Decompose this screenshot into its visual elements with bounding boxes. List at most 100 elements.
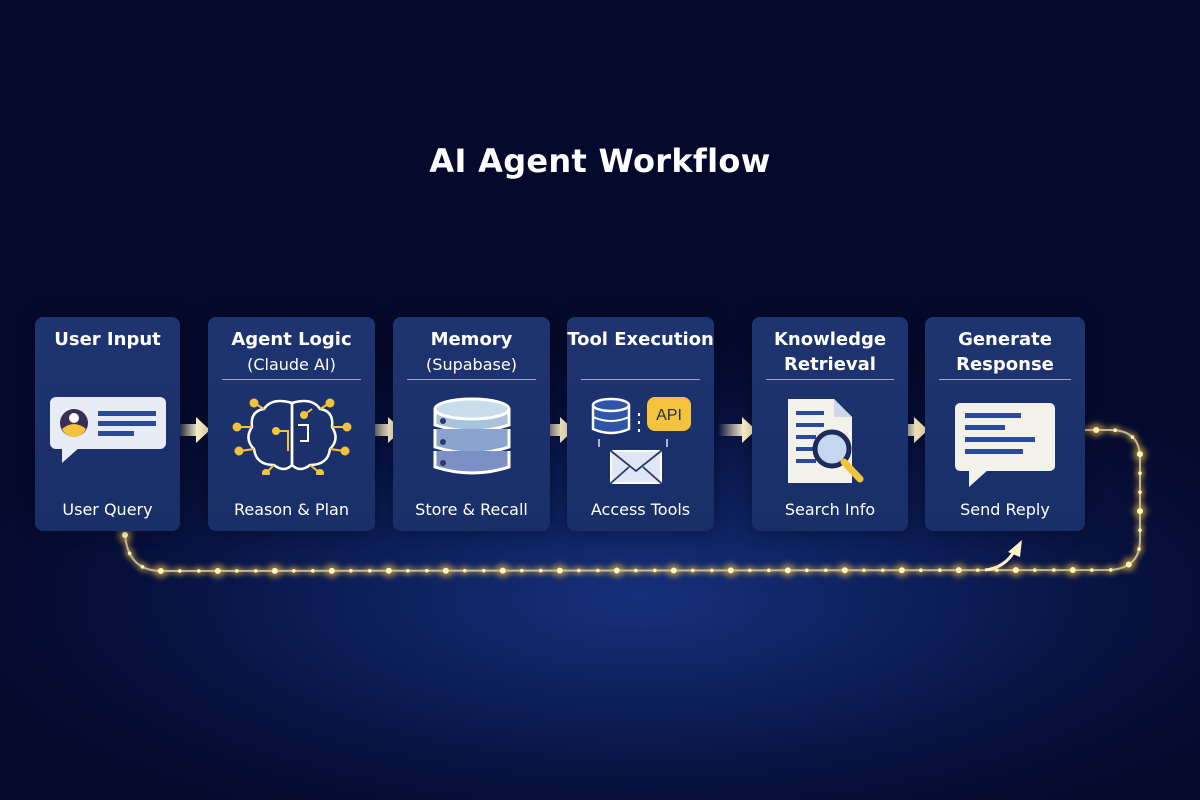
light-dot xyxy=(157,567,164,574)
light-dot xyxy=(127,551,132,556)
step-agent-logic: Agent Logic (Claude AI) Reason & Plan xyxy=(208,317,375,531)
light-dot xyxy=(539,568,543,573)
step-caption: Reason & Plan xyxy=(234,500,349,519)
database-small-icon xyxy=(591,397,630,435)
api-badge: API xyxy=(656,407,682,424)
step-title: Tool Execution xyxy=(567,329,714,350)
step-subtitle: (Claude AI) xyxy=(247,355,336,374)
light-dot xyxy=(292,569,296,573)
light-dot xyxy=(1093,427,1100,433)
light-dot xyxy=(122,532,128,538)
light-dot xyxy=(824,568,828,573)
divider xyxy=(407,379,536,380)
loop-lights xyxy=(118,423,1147,578)
light-dot xyxy=(1137,547,1141,551)
light-dot xyxy=(235,569,239,573)
light-dot xyxy=(1138,528,1142,532)
envelope-icon xyxy=(609,450,662,484)
light-dot xyxy=(197,569,201,573)
light-dot xyxy=(634,568,638,573)
step-title: User Input xyxy=(54,329,161,350)
flow-arrow-4 xyxy=(718,417,756,443)
step-caption: Search Info xyxy=(784,500,876,519)
flow-arrow-1 xyxy=(176,417,210,443)
light-dot xyxy=(214,567,221,574)
light-dot xyxy=(1113,428,1117,433)
chat-user-icon xyxy=(49,397,166,463)
light-dot xyxy=(784,567,791,574)
light-dot xyxy=(1052,568,1056,572)
document-search-icon xyxy=(788,399,864,483)
light-dot xyxy=(1090,568,1094,572)
light-dot xyxy=(938,568,942,572)
light-dot xyxy=(406,568,410,573)
step-title: Generate xyxy=(958,329,1052,350)
light-dot xyxy=(691,568,695,573)
step-caption: Access Tools xyxy=(590,500,691,519)
light-dot xyxy=(520,568,524,573)
light-dot xyxy=(1069,567,1076,574)
light-dot xyxy=(881,568,885,573)
light-dot xyxy=(976,568,980,572)
light-dot xyxy=(805,568,809,573)
light-dot xyxy=(710,568,714,573)
tools-icon: API xyxy=(591,397,691,484)
light-dot xyxy=(499,567,506,574)
light-dot xyxy=(463,568,467,573)
light-dot xyxy=(368,568,372,573)
light-dot xyxy=(271,567,278,574)
brain-icon xyxy=(232,398,351,475)
light-dot xyxy=(1130,435,1135,439)
light-dot xyxy=(596,568,600,573)
return-arrowhead xyxy=(1008,540,1022,557)
step-title: Knowledge xyxy=(773,329,887,350)
light-dot xyxy=(898,567,905,574)
light-dot xyxy=(748,568,752,573)
light-dot xyxy=(577,568,581,573)
step-caption: Store & Recall xyxy=(415,500,528,519)
light-dot xyxy=(1125,561,1132,568)
step-title: Agent Logic xyxy=(231,329,352,350)
light-dot xyxy=(178,569,182,573)
light-dot xyxy=(670,567,677,574)
step-caption: Send Reply xyxy=(960,500,1050,519)
step-subtitle: Retrieval xyxy=(784,354,876,375)
light-dot xyxy=(349,568,353,573)
light-dot xyxy=(1137,508,1143,515)
step-caption: User Query xyxy=(62,500,153,519)
light-dot xyxy=(841,567,848,574)
divider xyxy=(766,379,894,380)
light-dot xyxy=(385,567,392,574)
light-dot xyxy=(1138,471,1142,475)
light-dot xyxy=(995,568,999,572)
light-dot xyxy=(862,568,866,573)
divider xyxy=(222,379,361,380)
light-dot xyxy=(1138,490,1142,494)
light-dot xyxy=(442,567,449,574)
light-dot xyxy=(653,568,657,573)
light-dot xyxy=(727,567,734,574)
light-dot xyxy=(1109,568,1113,572)
divider xyxy=(581,379,700,380)
step-subtitle: Response xyxy=(956,354,1054,375)
diagram-title: AI Agent Workflow xyxy=(429,142,771,180)
light-dot xyxy=(254,569,258,573)
light-dot xyxy=(425,568,429,573)
step-title: Memory xyxy=(430,329,513,350)
light-dot xyxy=(1033,568,1037,572)
step-memory: Memory (Supabase) Store & Recall xyxy=(393,317,550,531)
light-dot xyxy=(482,568,486,573)
light-dot xyxy=(1012,567,1019,574)
step-user-input: User Input User Query xyxy=(35,317,180,531)
reply-chat-icon xyxy=(955,403,1055,487)
light-dot xyxy=(328,567,335,574)
light-dot xyxy=(140,565,145,569)
light-dot xyxy=(556,567,563,574)
database-icon xyxy=(433,397,510,475)
step-subtitle: (Supabase) xyxy=(426,355,517,374)
divider xyxy=(939,379,1071,380)
light-dot xyxy=(1136,451,1143,458)
